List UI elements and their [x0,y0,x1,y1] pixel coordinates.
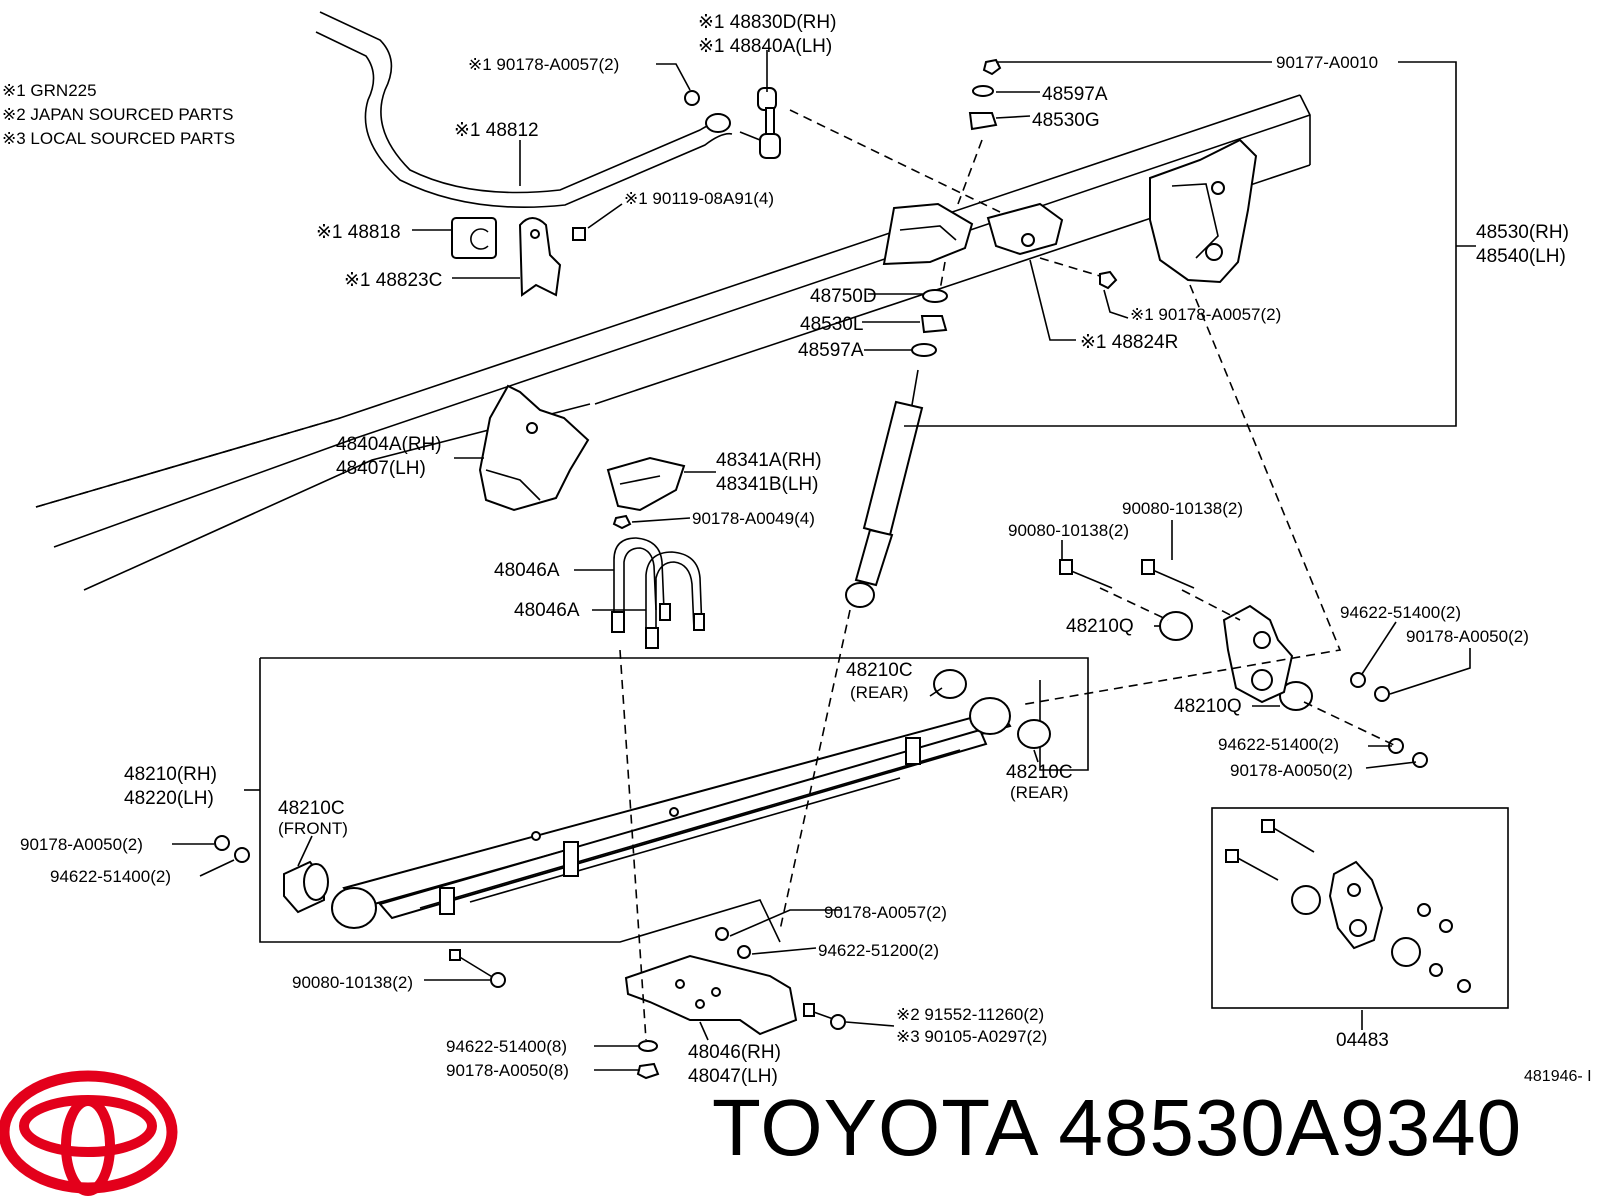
label-48750d: 48750D [810,286,877,307]
label-48210-rh: 48210(RH) [124,764,217,785]
spring-front-bracket [478,384,590,512]
label-90178-a0050-8: 90178-A0050(8) [446,1061,569,1080]
note-2: ※2 JAPAN SOURCED PARTS [2,105,234,124]
spring-hanger-rh [1149,138,1258,284]
label-48812: ※1 48812 [454,120,539,141]
label-48597a-top: 48597A [1042,84,1108,105]
spring-bushings [283,611,1313,914]
label-90080-c: 90080-10138(2) [292,973,413,992]
label-48823c: ※1 48823C [344,270,442,291]
leaf-spring-frame [260,657,1089,771]
label-90119: ※1 90119-08A91(4) [624,189,774,208]
label-90178-a0049: 90178-A0049(4) [692,509,815,528]
label-48597a-mid: 48597A [798,340,864,361]
label-94622-51400-r: 94622-51400(2) [1340,603,1461,622]
label-48341b: 48341B(LH) [716,474,818,495]
label-90178-a0050-r: 90178-A0050(2) [1406,627,1529,646]
bump-stopper [606,456,686,530]
label-48046a-1: 48046A [494,560,560,581]
shackle-bolts [1059,559,1428,768]
label-91552: ※2 91552-11260(2) [896,1005,1044,1024]
bushing-bracket [518,217,586,297]
label-48210c-rear-1-sub: (REAR) [850,683,909,702]
label-90080-a: 90080-10138(2) [1008,521,1129,540]
label-48046a-2: 48046A [514,600,580,621]
shock-mount-stack-top [968,58,1002,131]
note-3: ※3 LOCAL SOURCED PARTS [2,129,235,148]
inset-box [1211,807,1509,1009]
label-48210c-rear-2-sub: (REAR) [1010,783,1069,802]
label-48047-lh: 48047(LH) [688,1066,778,1087]
label-90105: ※3 90105-A0297(2) [896,1027,1047,1046]
label-48824r: ※1 48824R [1080,332,1178,353]
leader-lines [172,50,1476,1071]
label-48818: ※1 48818 [316,222,401,243]
shock-absorber [845,369,924,608]
label-90178-a0057-right: ※1 90178-A0057(2) [1130,305,1281,324]
label-94622-51200: 94622-51200(2) [818,941,939,960]
part-number-title: TOYOTA 48530A9340 [712,1083,1523,1172]
document-code: 481946- I [1524,1068,1592,1085]
inset-shackle-kit [1225,819,1471,993]
front-nuts [214,835,250,863]
label-94622-51400-8: 94622-51400(8) [446,1037,567,1056]
leaf-spring-frame-bottom [259,658,781,943]
leaf-spring [331,697,1012,929]
label-48210c-rear-2: 48210C [1006,762,1073,783]
label-90080-b: 90080-10138(2) [1122,499,1243,518]
label-94622-51400-r2: 94622-51400(2) [1218,735,1339,754]
label-48840a: ※1 48840A(LH) [698,36,832,57]
label-48210c-rear-1: 48210C [846,660,913,681]
label-48540-lh: 48540(LH) [1476,246,1566,267]
note-1: ※1 GRN225 [2,81,97,100]
label-90177: 90177-A0010 [1276,53,1378,72]
label-48530l: 48530L [800,314,863,335]
label-48404a: 48404A(RH) [336,434,442,455]
label-48210q-2: 48210Q [1174,696,1242,717]
label-04483: 04483 [1336,1030,1389,1051]
shock-upper-bracket [882,202,1064,266]
stabilizer-link [684,87,781,159]
label-94622-51400-l: 94622-51400(2) [50,867,171,886]
label-48530-rh: 48530(RH) [1476,222,1569,243]
label-48220-lh: 48220(LH) [124,788,214,809]
label-48341a: 48341A(RH) [716,450,822,471]
label-90178-a0057-b: 90178-A0057(2) [824,903,947,922]
stabilizer-bushing [451,217,497,259]
label-48046-rh: 48046(RH) [688,1042,781,1063]
label-90178-a0057-top: ※1 90178-A0057(2) [468,55,619,74]
label-48210c-front-sub: (FRONT) [278,819,348,838]
label-48407: 48407(LH) [336,458,426,479]
label-90178-a0050-l: 90178-A0050(2) [20,835,143,854]
shock-mount-stack-mid [911,270,1118,357]
label-48210q-1: 48210Q [1066,616,1134,637]
assembly-guides [619,109,1397,1041]
spring-seat [449,927,846,1080]
stabilizer-bar [315,11,733,209]
u-bolts [611,537,705,649]
spring-shackle [1222,604,1294,704]
label-48530g: 48530G [1032,110,1100,131]
label-48210c-front: 48210C [278,798,345,819]
label-48830d: ※1 48830D(RH) [698,12,836,33]
label-90178-a0050-r2: 90178-A0050(2) [1230,761,1353,780]
toyota-logo [0,1070,178,1196]
